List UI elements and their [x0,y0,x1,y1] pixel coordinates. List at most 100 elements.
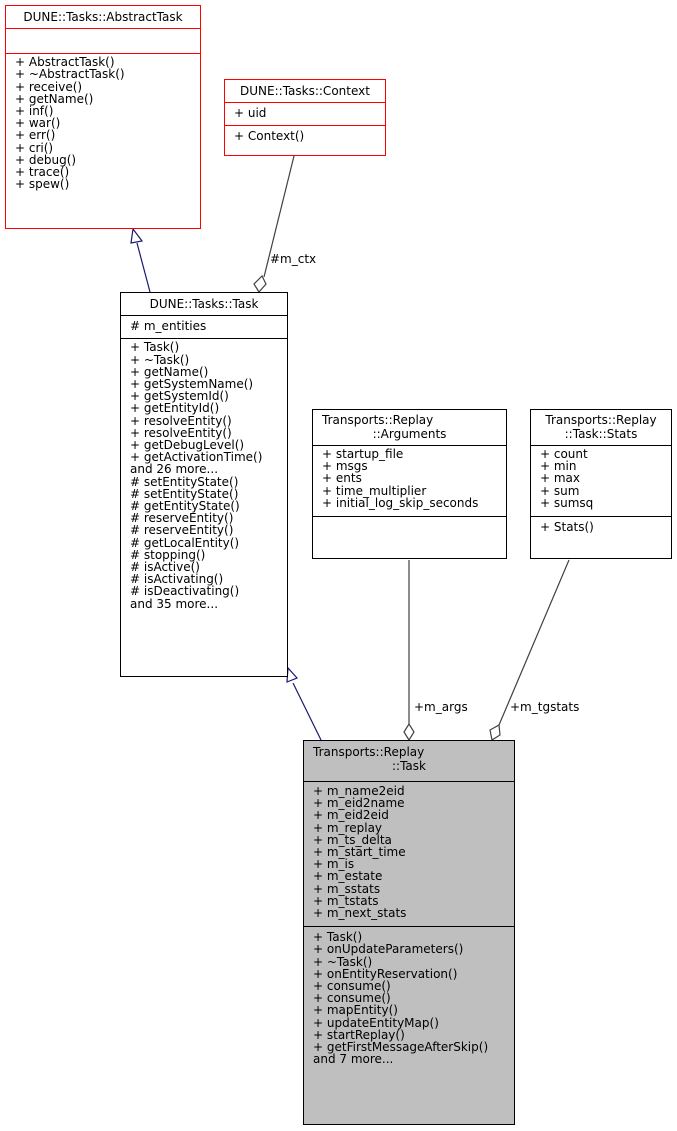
method-item: and 35 more... [130,596,219,611]
method-item: + Task() [130,340,180,355]
attribute-item: + m_replay [313,820,383,835]
method-item: # getEntityState() [130,499,240,514]
method-item: + ~Task() [130,352,190,367]
method-item: # stopping() [130,547,206,562]
attribute-item: + m_next_stats [313,906,407,921]
class-title-line2: ::Task::Stats [564,427,638,441]
method-item: + trace() [15,165,70,180]
method-item: + debug() [15,152,77,167]
attribute-item: + msgs [322,459,368,474]
attributes-section: + uid [225,102,385,125]
attribute-item: + m_eid2eid [313,808,389,823]
relation-label-m-args: +m_args [414,700,468,714]
attribute-item: + time_multiplier [322,483,427,498]
methods-section: + Stats() [531,516,671,536]
method-item: and 26 more... [130,462,219,477]
method-item: # getLocalEntity() [130,535,240,550]
inheritance-edge-replaytask-task [292,682,322,741]
class-task[interactable]: DUNE::Tasks::Task # m_entities + Task()+… [120,292,288,677]
class-context[interactable]: DUNE::Tasks::Context + uid + Context() [224,79,386,156]
method-item: + onEntityReservation() [313,966,458,981]
method-item: + consume() [313,991,391,1006]
method-item: + spew() [15,177,70,192]
attribute-item: + startup_file [322,447,404,461]
class-title-line1: Transports::Replay [322,413,434,427]
methods-section [313,516,506,540]
class-replay-task[interactable]: Transports::Replay::Task + m_name2eid+ m… [303,740,515,1125]
attribute-item: # m_entities [130,319,207,334]
attribute-item: + m_sstats [313,881,381,896]
method-item: + getActivationTime() [130,450,263,465]
method-item: + ~Task() [313,954,373,969]
method-item: # isDeactivating() [130,584,240,599]
methods-section: + Task()+ ~Task()+ getName()+ getSystemN… [121,338,287,612]
class-title: DUNE::Tasks::Task [149,297,259,311]
method-item: + cri() [15,140,54,155]
method-item: + err() [15,128,56,143]
aggregation-diamond [489,724,501,741]
method-item: # isActivating() [130,572,224,587]
method-item: + getFirstMessageAfterSkip() [313,1040,489,1055]
attribute-item: + ents [322,471,362,486]
aggregation-edge-m-tgstats [498,559,570,726]
attribute-item: + sumsq [540,495,594,510]
methods-section: + AbstractTask()+ ~AbstractTask()+ recei… [6,53,200,193]
method-item: + consume() [313,979,391,994]
class-title-line1: Transports::Replay [313,745,425,759]
method-item: # reserveEntity() [130,523,234,538]
attribute-item: + initial_log_skip_seconds [322,495,479,510]
attribute-item: + m_name2eid [313,784,405,798]
method-item: + getEntityId() [130,401,220,416]
method-item: # setEntityState() [130,474,239,489]
method-item: + inf() [15,104,54,119]
method-item: + getName() [130,364,209,379]
inheritance-arrowhead [130,227,144,244]
method-item: # isActive() [130,560,200,575]
attribute-item: + m_eid2name [313,796,405,811]
method-item: + getSystemName() [130,377,254,392]
method-item: + startReplay() [313,1027,405,1042]
attribute-item: + max [540,471,581,486]
attributes-section: + m_name2eid+ m_eid2name+ m_eid2eid+ m_r… [304,781,514,926]
method-item: + ~AbstractTask() [15,67,125,82]
method-item: + Task() [313,930,363,945]
attribute-item: + m_ts_delta [313,832,392,847]
method-item: + mapEntity() [313,1003,398,1018]
attribute-item: + m_estate [313,869,383,884]
method-item: + getSystemId() [130,389,229,404]
method-item: + resolveEntity() [130,413,232,428]
method-item: # setEntityState() [130,486,239,501]
aggregation-diamond [253,274,267,294]
class-abstract-task[interactable]: DUNE::Tasks::AbstractTask + AbstractTask… [5,5,201,229]
class-stats[interactable]: Transports::Replay::Task::Stats + count+… [530,409,672,559]
attribute-item: + min [540,459,577,474]
method-item: + war() [15,116,61,131]
attributes-section [6,28,200,53]
attribute-item: + m_start_time [313,845,406,860]
class-arguments[interactable]: Transports::Replay::Arguments + startup_… [312,409,507,559]
aggregation-diamond [403,722,415,742]
class-title: Transports::Replay::Arguments [313,410,506,445]
methods-section: + Context() [225,125,385,145]
attribute-item: + uid [234,106,267,121]
class-title: DUNE::Tasks::Context [240,84,370,98]
method-item: # reserveEntity() [130,511,234,526]
attribute-item: + m_tstats [313,893,379,908]
inheritance-edge-task-abstracttask [136,242,151,293]
inheritance-arrowhead [286,666,299,683]
attributes-section: + count+ min+ max+ sum+ sumsq [531,445,671,516]
method-item: + getDebugLevel() [130,438,245,453]
attribute-item: + m_is [313,857,355,872]
attributes-section: + startup_file+ msgs+ ents+ time_multipl… [313,445,506,516]
class-title: Transports::Replay::Task::Stats [531,410,671,445]
method-item: + AbstractTask() [15,55,115,70]
method-item: + Context() [234,129,305,144]
class-title: DUNE::Tasks::AbstractTask [23,10,183,24]
method-item: + Stats() [540,520,594,535]
method-item: + resolveEntity() [130,425,232,440]
attribute-item: + count [540,447,588,461]
methods-section: + Task()+ onUpdateParameters()+ ~Task()+… [304,926,514,1068]
attributes-section: # m_entities [121,315,287,338]
method-item: + updateEntityMap() [313,1015,439,1030]
